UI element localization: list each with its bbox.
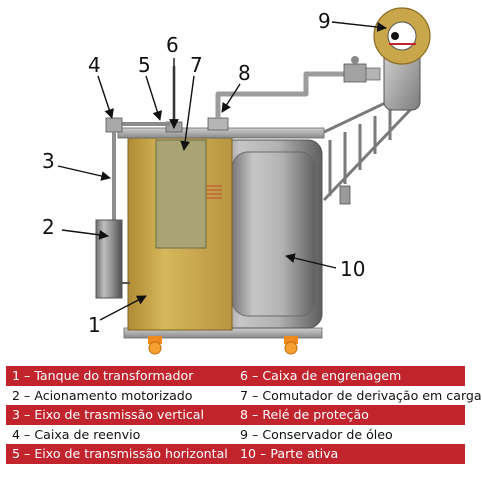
legend-item-8: 8 – Relé de proteção: [240, 407, 369, 422]
legend-item-3: 3 – Eixo de trasmissão vertical: [12, 407, 204, 422]
legend-row: 5 – Eixo de transmissão horizontal 10 – …: [6, 444, 465, 464]
wheel-right: [284, 336, 298, 355]
legend-table: 1 – Tanque do transformador 6 – Caixa de…: [6, 366, 482, 464]
wheel-left: [148, 336, 162, 355]
transformer-diagram: 1 2 3 4 5 6 7 8 9 10: [42, 7, 431, 355]
callout-5: 5: [138, 53, 151, 77]
relay-pipe: [215, 71, 348, 118]
motor-drive: [95, 219, 123, 299]
callout-7: 7: [190, 53, 203, 77]
legend-row: 4 – Caixa de reenvio 9 – Conservador de …: [6, 424, 465, 444]
callout-arrow-9: [331, 21, 387, 32]
oil-conservator: [373, 7, 431, 111]
tap-changer: [155, 139, 207, 249]
callout-arrow-7: [180, 75, 195, 151]
legend-item-7: 7 – Comutador de derivação em carga: [240, 387, 482, 403]
legend-row: 2 – Acionamento motorizado 7 – Comutador…: [6, 385, 482, 405]
pipe-valve: [343, 56, 381, 83]
tap-leads: [206, 185, 222, 199]
legend-item-10: 10 – Parte ativa: [240, 446, 339, 461]
callout-3: 3: [42, 149, 55, 173]
support-bracket: [339, 185, 351, 205]
callout-arrow-10: [285, 253, 337, 269]
active-part-inner: [231, 151, 317, 317]
legend-item-2: 2 – Acionamento motorizado: [12, 387, 193, 403]
legend-item-6: 6 – Caixa de engrenagem: [240, 368, 402, 383]
bevel-gear-box: [105, 117, 123, 133]
callout-1: 1: [88, 313, 101, 337]
callout-arrow-3: [57, 165, 111, 181]
callout-9: 9: [318, 9, 331, 33]
legend-row: 3 – Eixo de trasmissão vertical 8 – Relé…: [6, 405, 465, 425]
legend-item-1: 1 – Tanque do transformador: [12, 368, 194, 383]
legend-item-5: 5 – Eixo de transmissão horizontal: [12, 446, 228, 461]
callout-6: 6: [166, 33, 179, 57]
callout-10: 10: [340, 257, 365, 281]
conservator-support: [322, 94, 414, 202]
callout-arrow-2: [61, 229, 109, 240]
callout-8: 8: [238, 61, 251, 85]
callout-arrow-4: [97, 75, 114, 119]
callout-2: 2: [42, 215, 55, 239]
callout-arrow-8: [221, 83, 241, 113]
protection-relay: [207, 117, 229, 131]
callout-arrow-5: [145, 75, 162, 121]
callout-arrow-1: [99, 295, 147, 321]
legend-item-9: 9 – Conservador de óleo: [240, 426, 393, 442]
callout-4: 4: [88, 53, 101, 77]
legend-item-4: 4 – Caixa de reenvio: [12, 426, 141, 442]
legend-row: 1 – Tanque do transformador 6 – Caixa de…: [6, 366, 465, 386]
